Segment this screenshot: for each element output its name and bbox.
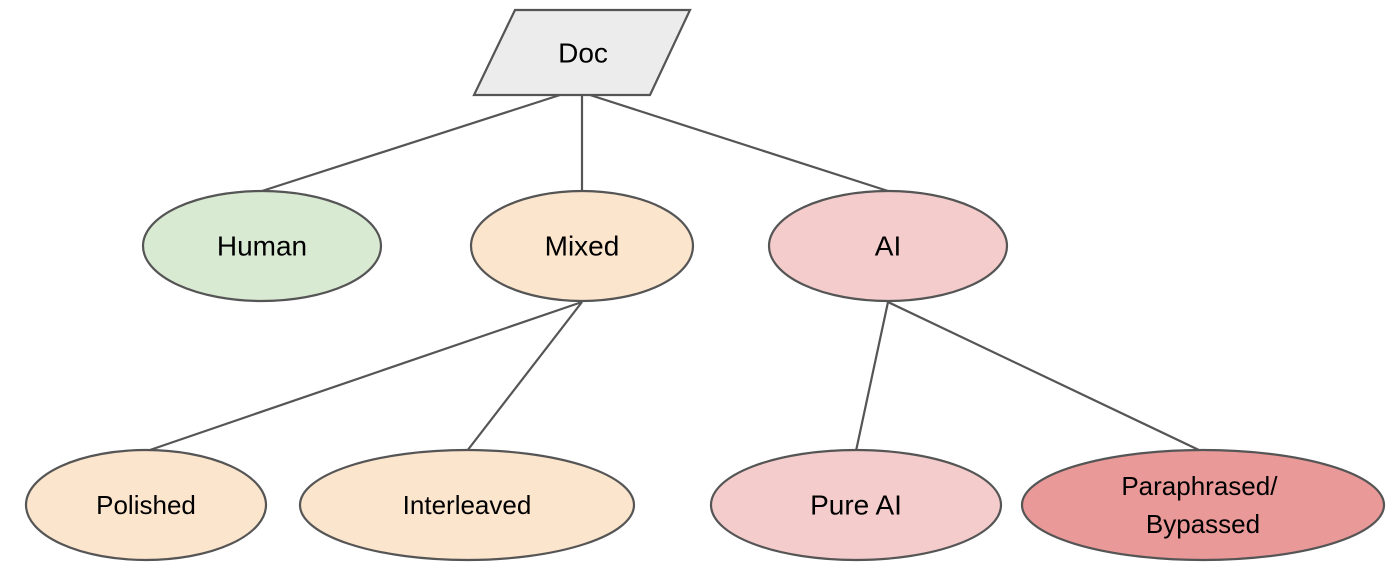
node-human-label: Human bbox=[217, 231, 307, 262]
node-polished-shape bbox=[24, 448, 268, 562]
node-ai: AI bbox=[767, 189, 1009, 303]
node-paraphrased-label-line2: Bypassed bbox=[1146, 509, 1260, 539]
edge-mixed-interleaved bbox=[466, 301, 583, 452]
edge-doc-ai bbox=[589, 93, 889, 193]
node-pure-ai-label: Pure AI bbox=[810, 490, 902, 521]
edge-ai-pure-ai bbox=[854, 301, 890, 452]
node-paraphrased-label: Paraphrased/ Bypassed bbox=[1121, 471, 1284, 539]
node-mixed: Mixed bbox=[469, 189, 695, 303]
node-interleaved-label: Interleaved bbox=[403, 490, 532, 520]
node-doc-shape bbox=[472, 8, 692, 97]
edge-doc-human bbox=[261, 93, 561, 193]
node-paraphrased-shape bbox=[1020, 448, 1386, 562]
edge-ai-paraphrased bbox=[887, 301, 1202, 452]
node-paraphrased: Paraphrased/ Bypassed bbox=[1020, 448, 1386, 562]
node-polished-label: Polished bbox=[96, 490, 196, 520]
node-human-shape bbox=[141, 189, 383, 303]
edge-mixed-polished bbox=[146, 300, 583, 453]
node-polished: Polished bbox=[24, 448, 268, 562]
node-paraphrased-label-line1: Paraphrased/ bbox=[1121, 471, 1278, 501]
node-interleaved-shape bbox=[298, 448, 636, 562]
node-ai-shape bbox=[767, 189, 1009, 303]
node-pure-ai-shape bbox=[709, 448, 1003, 562]
node-doc-label: Doc bbox=[558, 38, 608, 69]
node-mixed-shape bbox=[469, 189, 695, 303]
edges bbox=[146, 93, 1202, 453]
node-doc: Doc bbox=[472, 8, 692, 97]
node-human: Human bbox=[141, 189, 383, 303]
node-ai-label: AI bbox=[875, 231, 901, 262]
node-interleaved: Interleaved bbox=[298, 448, 636, 562]
node-pure-ai: Pure AI bbox=[709, 448, 1003, 562]
node-mixed-label: Mixed bbox=[545, 231, 620, 262]
